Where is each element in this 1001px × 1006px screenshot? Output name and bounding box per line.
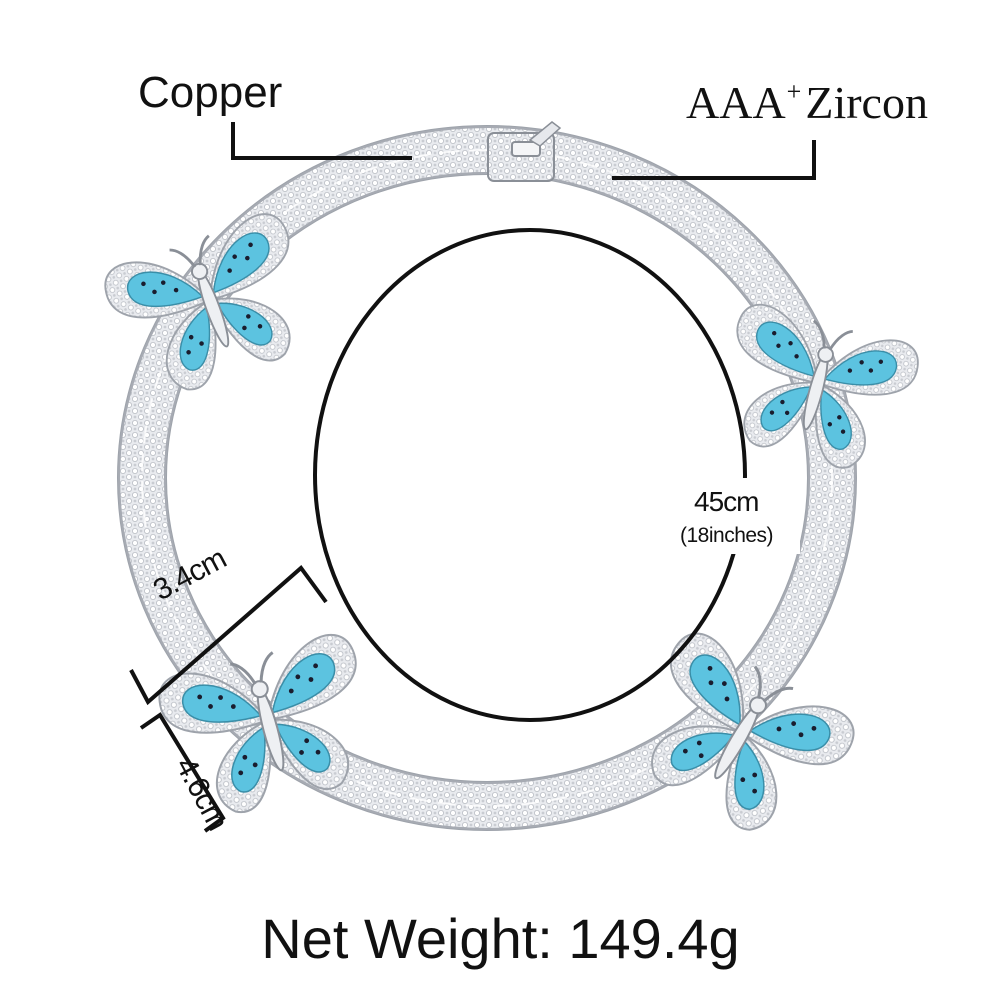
length-label-backdrop (672, 478, 800, 554)
zircon-grade-plus: + (786, 77, 802, 106)
zircon-label: AAA+Zircon (686, 76, 928, 129)
dimension-brackets (129, 565, 328, 833)
copper-label: Copper (138, 68, 283, 117)
length-inches-label: (18inches) (680, 524, 774, 547)
length-cm-label: 45cm (694, 486, 759, 517)
length-ring (313, 228, 747, 722)
box-clasp (487, 121, 562, 182)
callout-lines (231, 122, 816, 180)
net-weight-label: Net Weight: 149.4g (261, 907, 740, 970)
zircon-word: Zircon (805, 77, 928, 128)
zircon-grade: AAA (686, 77, 786, 128)
